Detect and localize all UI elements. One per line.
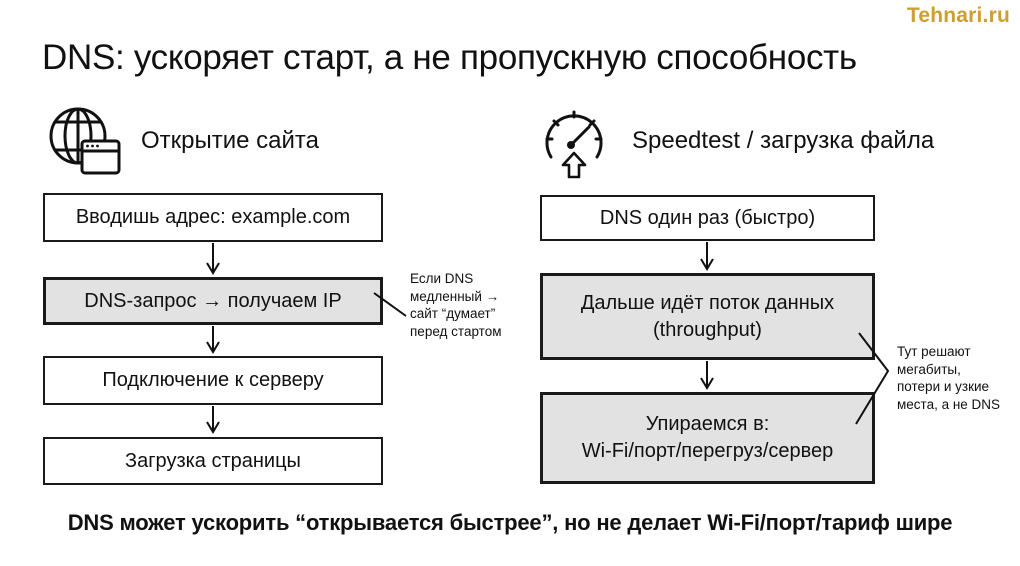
step-label-line1: Упираемся в: bbox=[645, 413, 770, 435]
annotation-line: перед стартом bbox=[410, 323, 502, 339]
slide-takeaway: DNS может ускорить “открывается быстрее”… bbox=[67, 510, 953, 535]
right-column-title: Speedtest / загрузка файла bbox=[632, 127, 935, 154]
left-column-header: Открытие сайта bbox=[45, 103, 319, 179]
site-logo: Tehnari.ru bbox=[906, 4, 1010, 27]
step-label: Загрузка страницы bbox=[125, 449, 301, 472]
left-column-title: Открытие сайта bbox=[141, 127, 319, 154]
arrow-down-icon bbox=[206, 341, 220, 354]
step-label: Вводишь адрес: example.com bbox=[75, 206, 351, 228]
annotation-line: Тут решают bbox=[897, 344, 971, 359]
speedometer-upload-icon bbox=[536, 103, 612, 179]
flow-step-dns-query: DNS-запрос → получаем IP bbox=[43, 277, 383, 325]
step-label-line2: (throughput) bbox=[653, 318, 762, 341]
step-label-line1: Дальше идёт поток данных bbox=[580, 291, 835, 314]
bottleneck-annotation: Тут решают мегабиты, потери и узкие мест… bbox=[897, 343, 1015, 413]
globe-browser-icon bbox=[45, 103, 121, 179]
annotation-line: места, а не DNS bbox=[897, 396, 1001, 412]
arrow-down-icon bbox=[206, 262, 220, 275]
arrow-down-icon bbox=[700, 258, 714, 271]
arrow-down-icon bbox=[700, 377, 714, 390]
flow-step-enter-address: Вводишь адрес: example.com bbox=[43, 193, 383, 242]
step-label: Подключение к серверу bbox=[102, 369, 324, 391]
flow-step-dns-once: DNS один раз (быстро) bbox=[540, 195, 875, 241]
dns-slow-annotation: Если DNS медленный → сайт “думает” перед… bbox=[410, 270, 520, 340]
annotation-line: медленный → bbox=[410, 288, 500, 304]
step-label: DNS-запрос → получаем IP bbox=[84, 289, 342, 312]
right-column-header: Speedtest / загрузка файла bbox=[536, 103, 934, 179]
step-label: DNS один раз (быстро) bbox=[599, 206, 816, 229]
slide-title: DNS: ускоряет старт, а не пропускную спо… bbox=[42, 38, 857, 77]
annotation-line: потери и узкие bbox=[897, 379, 990, 394]
flow-step-throughput: Дальше идёт поток данных (throughput) bbox=[540, 273, 875, 360]
annotation-line: сайт “думает” bbox=[410, 306, 496, 321]
flow-step-server-connect: Подключение к серверу bbox=[43, 356, 383, 405]
annotation-line: Если DNS bbox=[410, 271, 474, 286]
arrow-down-icon bbox=[206, 421, 220, 434]
flow-step-page-load: Загрузка страницы bbox=[43, 437, 383, 485]
flow-step-bottleneck: Упираемся в: Wi-Fi/порт/перегруз/сервер bbox=[540, 392, 875, 484]
step-label-line2: Wi-Fi/порт/перегруз/сервер bbox=[581, 440, 834, 462]
annotation-line: мегабиты, bbox=[897, 361, 961, 377]
